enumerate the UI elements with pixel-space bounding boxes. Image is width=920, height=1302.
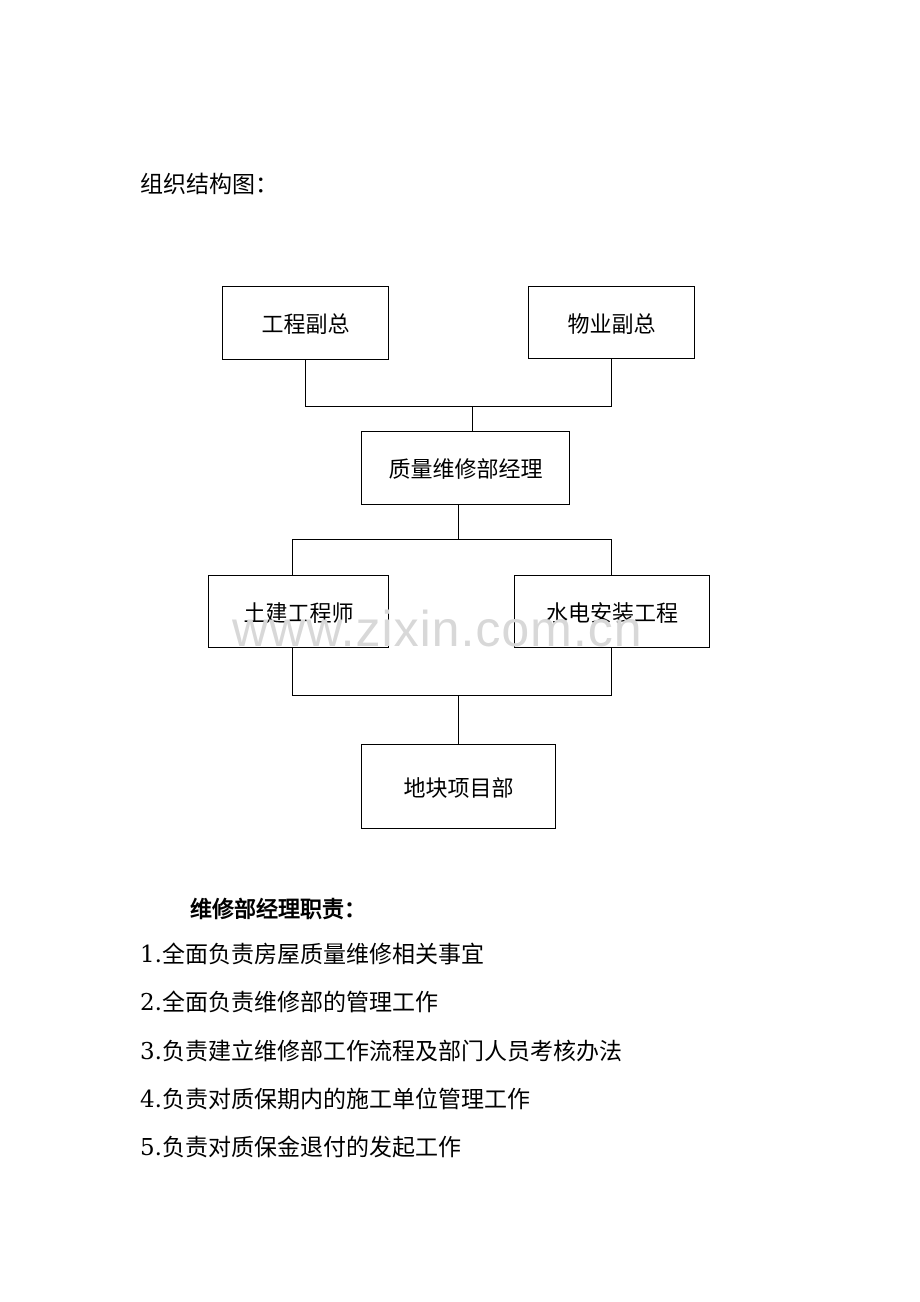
connector-line	[292, 647, 294, 695]
connector-line	[472, 406, 474, 431]
node-property-vp: 物业副总	[528, 286, 695, 359]
connector-line	[305, 406, 612, 408]
connector-line	[292, 695, 612, 697]
connector-line	[611, 647, 613, 695]
node-qa-manager: 质量维修部经理	[361, 431, 570, 505]
connector-line	[611, 539, 613, 576]
node-project-dept: 地块项目部	[361, 744, 556, 829]
connector-line	[292, 539, 612, 541]
page-heading: 组织结构图：	[140, 172, 278, 198]
duty-item: 1.全面负责房屋质量维修相关事宜	[140, 942, 484, 968]
duty-item: 5.负责对质保金退付的发起工作	[140, 1135, 461, 1161]
duty-item: 2.全面负责维修部的管理工作	[140, 990, 438, 1016]
duty-item: 3.负责建立维修部工作流程及部门人员考核办法	[140, 1039, 622, 1065]
duties-title: 维修部经理职责：	[190, 897, 367, 923]
connector-line	[292, 539, 294, 576]
connector-line	[611, 358, 613, 406]
connector-line	[305, 359, 307, 406]
org-chart: 工程副总 物业副总 质量维修部经理 土建工程师 水电安装工程 地块项目部	[208, 286, 710, 829]
connector-line	[458, 695, 460, 744]
node-civil-engineer: 土建工程师	[208, 575, 389, 648]
connector-line	[458, 505, 460, 539]
node-engineering-vp: 工程副总	[222, 286, 389, 360]
duty-item: 4.负责对质保期内的施工单位管理工作	[140, 1087, 530, 1113]
node-mep-engineer: 水电安装工程	[514, 575, 710, 648]
